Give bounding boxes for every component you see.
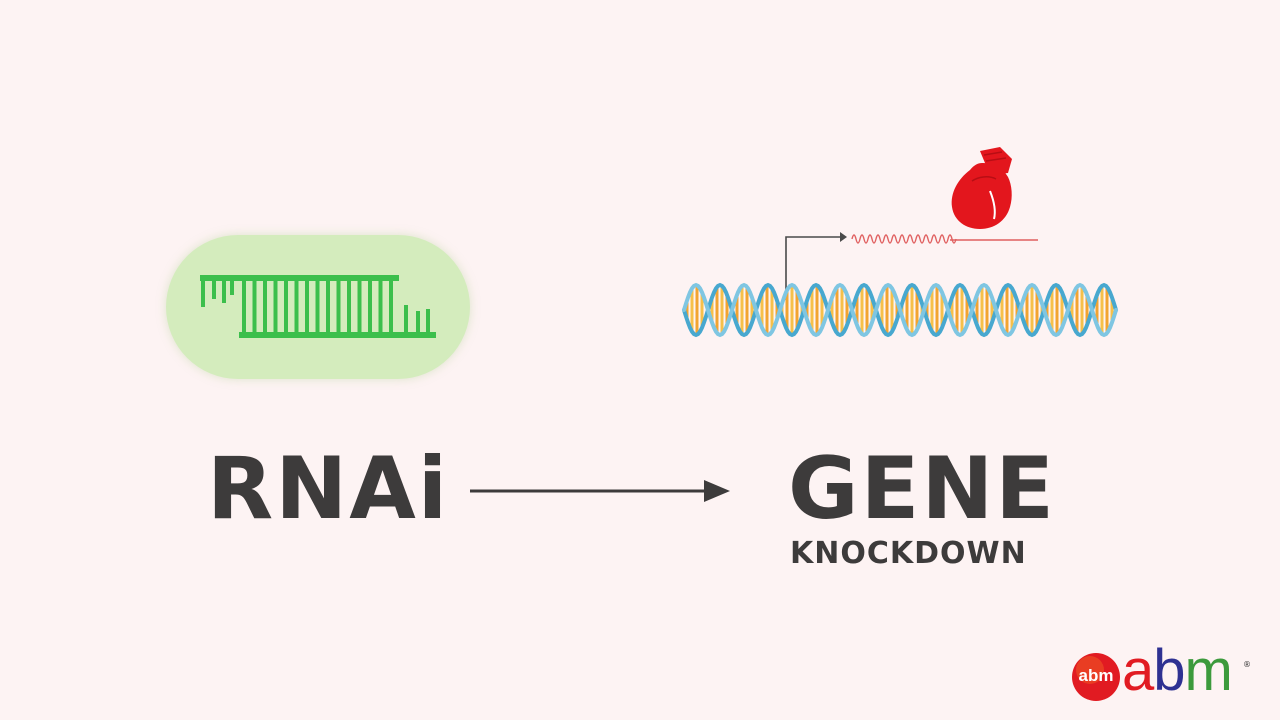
abm-logo bbox=[1072, 653, 1120, 701]
boxing-glove-icon bbox=[951, 147, 1012, 229]
logo-letter-m: m bbox=[1184, 638, 1233, 703]
knockdown-label: KNOCKDOWN bbox=[790, 536, 1027, 571]
logo-wordmark: abm bbox=[1122, 642, 1233, 700]
promoter-arrow-icon bbox=[785, 232, 847, 300]
mrna-transcript-icon bbox=[851, 234, 1038, 244]
logo-letter-a: a bbox=[1122, 638, 1154, 703]
logo-badge-text: abm bbox=[1078, 666, 1114, 685]
gene-label: GENE bbox=[788, 439, 1057, 539]
double-stranded-rna-icon bbox=[200, 275, 436, 338]
registered-mark: ® bbox=[1243, 660, 1251, 669]
rnai-label: RNAi bbox=[207, 439, 450, 539]
gene-expression-graphic bbox=[682, 147, 1118, 338]
logo-letter-b: b bbox=[1153, 638, 1185, 703]
right-arrow-icon bbox=[470, 480, 730, 502]
dna-helix-icon bbox=[682, 282, 1118, 338]
